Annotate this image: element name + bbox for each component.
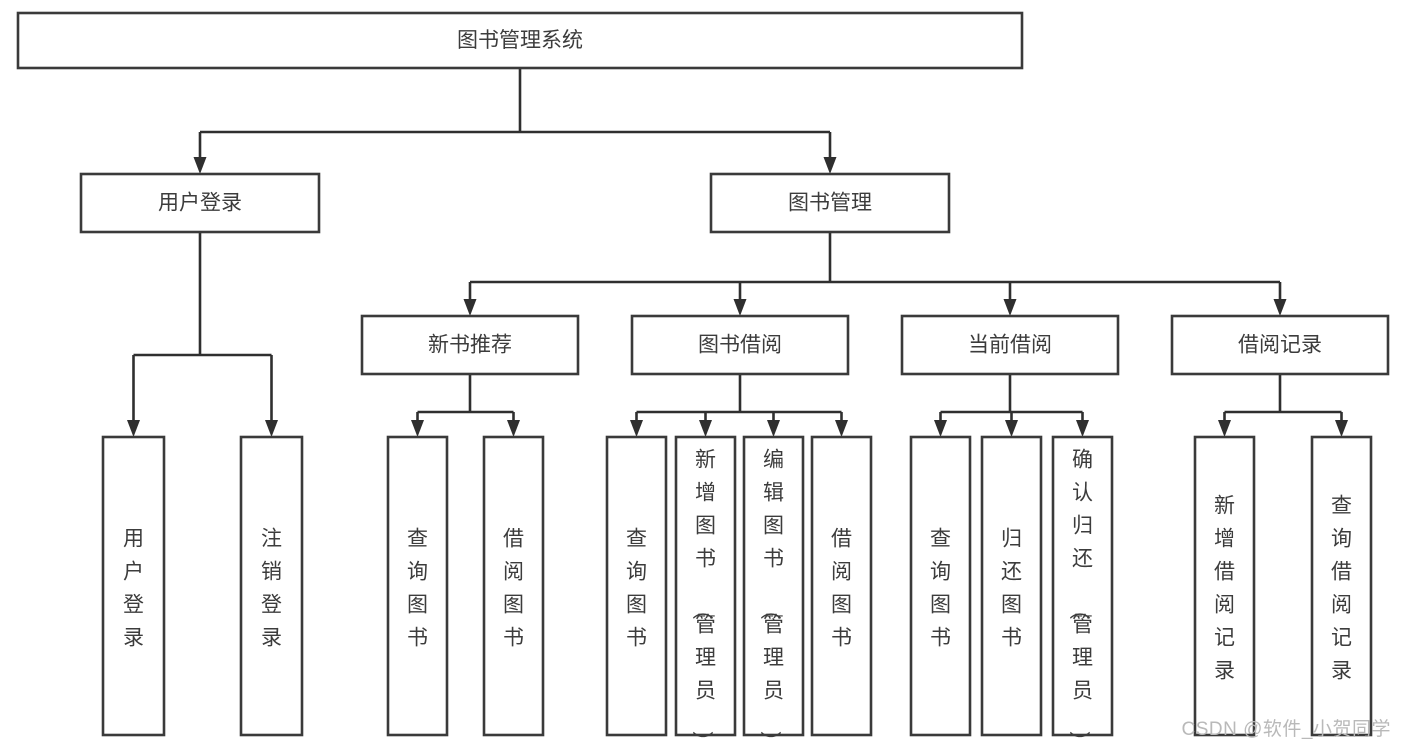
node-label: 图书管理系统 [457, 29, 583, 52]
node-label: 编辑图书（管理员） [758, 449, 784, 747]
node-borrow-record[interactable]: 借阅记录 [1170, 314, 1390, 376]
node-box [386, 435, 449, 737]
node-book-borrow[interactable]: 图书借阅 [630, 314, 850, 376]
node-label: 借阅记录 [1238, 334, 1322, 357]
node-leaf-add-record[interactable]: 新增借阅记录 [1193, 435, 1256, 737]
node-current-borrow[interactable]: 当前借阅 [900, 314, 1120, 376]
arrow-head-icon [1005, 420, 1018, 437]
node-box [79, 172, 321, 234]
arrow-head-icon [507, 420, 520, 437]
arrow-head-icon [463, 299, 477, 316]
node-box [1051, 435, 1114, 737]
node-box [709, 172, 951, 234]
node-label: 确认归还（管理员） [1067, 449, 1093, 747]
arrow-head-icon [127, 420, 140, 437]
node-book-manage[interactable]: 图书管理 [709, 172, 951, 234]
node-box [1310, 435, 1373, 737]
node-label: 查询图书 [626, 528, 647, 650]
node-label: 归还图书 [1001, 528, 1022, 650]
arrow-head-icon [411, 420, 424, 437]
node-label: 注销登录 [261, 528, 282, 650]
node-label: 用户登录 [158, 192, 242, 215]
node-box [674, 435, 737, 737]
node-root[interactable]: 图书管理系统 [16, 11, 1024, 70]
node-box [16, 11, 1024, 70]
node-box [605, 435, 668, 737]
node-box [980, 435, 1043, 737]
node-box [810, 435, 873, 737]
node-leaf-borrow-book-1[interactable]: 借阅图书 [482, 435, 545, 737]
node-leaf-add-book[interactable]: 新增图书（管理员） [674, 435, 737, 747]
node-new-book-rec[interactable]: 新书推荐 [360, 314, 580, 376]
csdn-watermark: CSDN @软件_小贺同学 [1181, 719, 1391, 740]
arrow-head-icon [767, 420, 780, 437]
arrow-head-icon [699, 420, 712, 437]
node-user-login[interactable]: 用户登录 [79, 172, 321, 234]
node-box [909, 435, 972, 737]
node-leaf-query-book-1[interactable]: 查询图书 [386, 435, 449, 737]
arrow-head-icon [1076, 420, 1089, 437]
arrow-head-icon [630, 420, 643, 437]
node-leaf-query-book-3[interactable]: 查询图书 [909, 435, 972, 737]
node-leaf-logout[interactable]: 注销登录 [239, 435, 304, 737]
arrow-head-icon [193, 157, 207, 174]
node-label: 图书管理 [788, 192, 872, 215]
node-box [1193, 435, 1256, 737]
node-box [900, 314, 1120, 376]
node-leaf-return-book[interactable]: 归还图书 [980, 435, 1043, 737]
arrow-head-icon [823, 157, 837, 174]
node-leaf-query-book-2[interactable]: 查询图书 [605, 435, 668, 737]
arrow-head-icon [934, 420, 947, 437]
node-box [742, 435, 805, 737]
node-box [360, 314, 580, 376]
node-label: 新增图书（管理员） [690, 449, 716, 747]
node-label: 当前借阅 [968, 334, 1052, 357]
arrow-head-icon [265, 420, 278, 437]
node-label: 新书推荐 [428, 334, 512, 357]
node-leaf-borrow-book-2[interactable]: 借阅图书 [810, 435, 873, 737]
arrow-head-icon [1003, 299, 1017, 316]
node-box [630, 314, 850, 376]
arrow-head-icon [1335, 420, 1348, 437]
node-box [482, 435, 545, 737]
node-label: 图书借阅 [698, 334, 782, 357]
arrow-head-icon [1273, 299, 1287, 316]
arrow-head-icon [733, 299, 747, 316]
node-label: 查询借阅记录 [1331, 495, 1352, 683]
node-label: 新增借阅记录 [1214, 495, 1235, 683]
node-box [239, 435, 304, 737]
node-leaf-confirm-return[interactable]: 确认归还（管理员） [1051, 435, 1114, 747]
node-box [1170, 314, 1390, 376]
node-label: 借阅图书 [503, 528, 524, 650]
node-label: 查询图书 [407, 528, 428, 650]
arrow-head-icon [835, 420, 848, 437]
node-leaf-query-record[interactable]: 查询借阅记录 [1310, 435, 1373, 737]
node-label: 借阅图书 [831, 528, 852, 650]
node-label: 用户登录 [123, 528, 144, 650]
node-leaf-user-login[interactable]: 用户登录 [101, 435, 166, 737]
node-label: 查询图书 [930, 528, 951, 650]
node-leaf-edit-book[interactable]: 编辑图书（管理员） [742, 435, 805, 747]
arrow-head-icon [1218, 420, 1231, 437]
node-box [101, 435, 166, 737]
